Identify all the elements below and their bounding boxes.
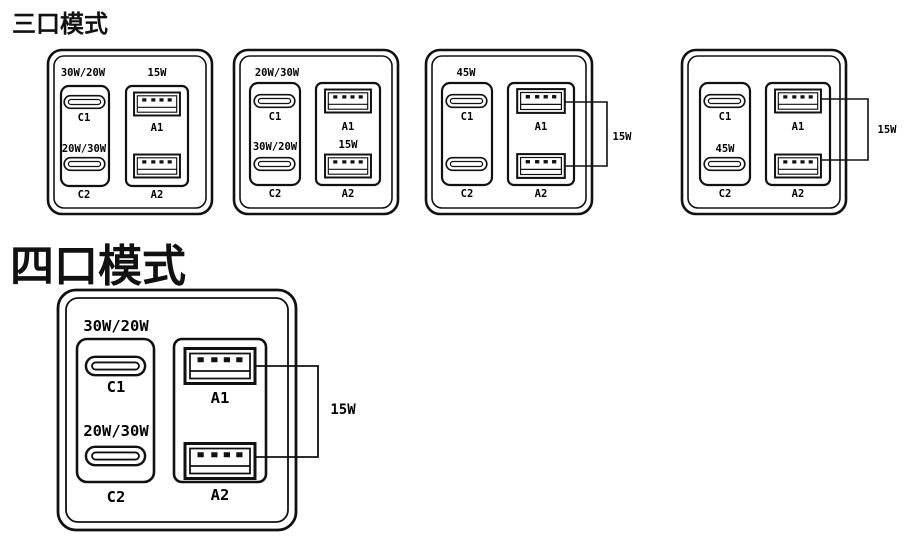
usb-a2-port-icon (324, 153, 372, 179)
a1-label: A1 (535, 121, 548, 133)
usb-c1-port-icon (703, 93, 746, 109)
c2-label: C2 (269, 188, 282, 200)
c1-wattage: 30W/20W (83, 317, 149, 335)
usb-c2-port-icon (703, 156, 746, 172)
c1-label: C1 (719, 111, 732, 123)
three-port-mode-3: 45W C1 C2 A1 A2 15W (424, 48, 633, 216)
usb-c2-port-icon (84, 445, 147, 467)
charger-face-inner-border (687, 55, 841, 209)
a2-label: A2 (151, 189, 164, 201)
three-port-mode-4: C1 45W C2 A1 A2 15W (680, 48, 898, 216)
a2-label: A2 (792, 188, 805, 200)
usb-c-group-frame (75, 337, 156, 484)
shared-bracket (822, 98, 869, 161)
charger-face-inner-border (65, 297, 289, 523)
usb-a1-port-icon (324, 88, 372, 114)
usb-a2-port-icon (183, 442, 257, 480)
c1-label: C1 (461, 111, 474, 123)
usb-a1-port-icon (516, 88, 566, 114)
c2-wattage: 20W/30W (83, 422, 149, 440)
a1-label: A1 (211, 389, 230, 407)
charger-face-inner-border (239, 55, 393, 209)
usb-c-group-frame (59, 84, 111, 188)
c2-wattage: 30W/20W (253, 141, 298, 153)
three-port-mode-1: 30W/20W C1 20W/30W C2 15W A1 A2 (46, 48, 214, 216)
usb-a1-port-icon (183, 347, 257, 385)
usb-a2-port-icon (516, 153, 566, 179)
c2-label: C2 (461, 188, 474, 200)
usb-c2-port-icon (63, 156, 106, 172)
shared-wattage: 15W (613, 131, 633, 143)
c1-label: C1 (107, 378, 126, 396)
c1-label: C1 (269, 111, 282, 123)
a2-label: A2 (211, 486, 230, 504)
four-port-mode: 30W/20W C1 20W/30W C2 A1 A2 15W (56, 288, 356, 532)
usb-c-group-frame (698, 81, 752, 187)
a1-label: A1 (792, 121, 805, 133)
usb-a-group-frame (764, 81, 832, 187)
c2-wattage: 45W (716, 143, 736, 155)
four-port-mode-heading: 四口模式 (10, 241, 186, 292)
usb-a2-port-icon (774, 153, 822, 179)
usb-c1-port-icon (84, 355, 147, 377)
charger-face (680, 48, 848, 216)
a2-label: A2 (535, 188, 548, 200)
usb-a2-port-icon (133, 153, 181, 179)
c1-wattage: 30W/20W (61, 67, 106, 79)
charger-face-inner-border (53, 55, 207, 209)
usb-a-group-frame (172, 337, 268, 484)
c2-wattage: 20W/30W (62, 143, 107, 155)
a1-label: A1 (151, 122, 164, 134)
shared-wattage: 15W (878, 124, 898, 136)
shared-bracket (255, 365, 319, 458)
a1-label: A1 (342, 121, 355, 133)
shared-wattage: 15W (330, 402, 356, 418)
usb-a-group-frame (124, 84, 190, 188)
c1-wattage: 45W (457, 67, 477, 79)
three-port-mode-heading: 三口模式 (12, 10, 108, 38)
a1-wattage: 15W (148, 67, 168, 79)
usb-c2-port-icon (445, 156, 488, 172)
c1-wattage: 20W/30W (255, 67, 300, 79)
usb-c2-port-icon (253, 156, 296, 172)
c1-label: C1 (78, 112, 91, 124)
shared-bracket (565, 101, 608, 167)
usb-c-group-frame (440, 81, 494, 187)
charger-face-inner-border (431, 55, 587, 209)
usb-c-group-frame (248, 81, 302, 187)
a2-wattage: 15W (339, 139, 359, 151)
c2-label: C2 (719, 188, 732, 200)
three-port-mode-2: 20W/30W C1 30W/20W C2 A1 15W A2 (232, 48, 400, 216)
usb-a-group-frame (314, 81, 382, 187)
a2-label: A2 (342, 188, 355, 200)
usb-a-group-frame (506, 81, 576, 187)
c2-label: C2 (78, 189, 91, 201)
usb-a1-port-icon (133, 91, 181, 117)
c2-label: C2 (107, 488, 126, 506)
usb-a1-port-icon (774, 88, 822, 114)
usb-c1-port-icon (253, 93, 296, 109)
usb-c1-port-icon (445, 93, 488, 109)
usb-c1-port-icon (63, 94, 106, 110)
